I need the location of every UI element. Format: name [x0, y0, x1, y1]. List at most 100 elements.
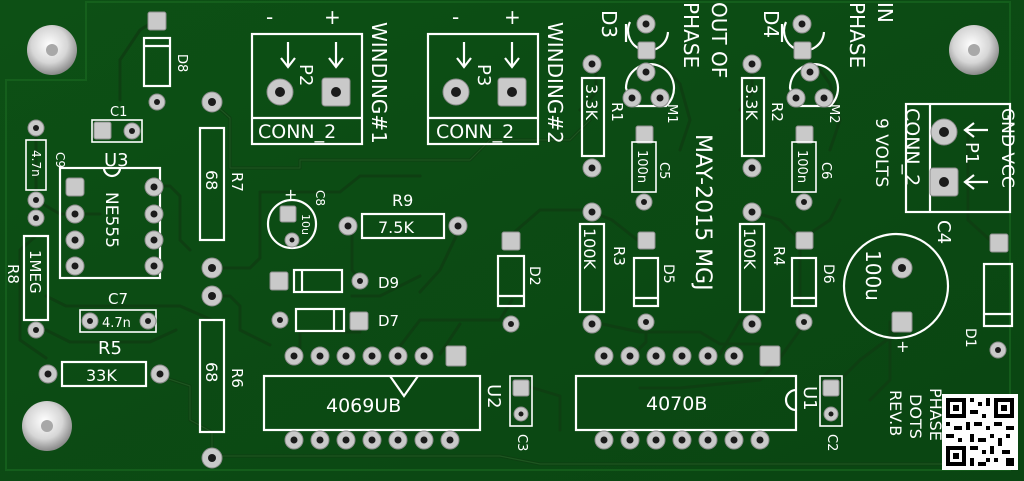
capacitor-c7: 4.7n C7 — [79, 290, 157, 333]
p1-label: 9 VOLTS — [871, 118, 891, 187]
c4-ref: C4 — [933, 220, 954, 244]
p1-pins: GND VCC — [997, 108, 1017, 188]
c6-ref: C6 — [818, 162, 833, 179]
capacitor-c9: 4.7n C9 — [25, 119, 67, 209]
diode-d2: D2 — [496, 231, 542, 333]
resistor-r4: 100K R4 — [738, 202, 788, 334]
c2-ref: C2 — [824, 434, 839, 451]
d2-ref: D2 — [526, 266, 542, 286]
d4-ref: D4 — [759, 10, 783, 38]
capacitor-c2: C2 — [819, 375, 843, 451]
diode-d7: D7 — [271, 307, 399, 333]
r7-value: 68 — [202, 170, 221, 190]
resistor-r5: 33K R5 — [38, 338, 170, 388]
r2-value: 3.3K — [742, 84, 761, 120]
c4-value: 100u — [861, 250, 885, 301]
p2-ref: P2 — [295, 64, 316, 86]
c8-ref: C8 — [313, 190, 327, 206]
board-date: MAY-2015 MGJ — [690, 134, 715, 291]
r7-ref: R7 — [228, 172, 246, 192]
u3-ref: U3 — [104, 150, 129, 171]
p1-value: CONN_2 — [901, 108, 923, 186]
capacitor-c5: 100n C5 — [631, 125, 671, 211]
diode-d5: D5 — [632, 231, 676, 331]
capacitor-c8: 10u C8 + — [266, 185, 327, 250]
p1-ref: P1 — [961, 142, 982, 164]
p2-value: CONN_2 — [258, 121, 336, 143]
m1-ref: M1 — [664, 104, 679, 124]
r6-value: 68 — [202, 362, 221, 382]
c5-ref: C5 — [656, 162, 671, 179]
d3-label-2: PHASE — [679, 2, 703, 68]
p3-label: WINDING#2 — [543, 22, 567, 144]
capacitor-c1: C1 — [91, 105, 143, 143]
ic-u3: NE555 U3 — [58, 150, 164, 280]
c5-value: 100n — [634, 150, 649, 183]
diode-d1: D1 — [962, 233, 1014, 359]
r3-value: 100K — [580, 228, 599, 270]
p3-plus: + — [504, 5, 521, 29]
diode-d8: D8 — [142, 11, 189, 111]
c8-value: 10u — [299, 214, 312, 235]
d1-ref: D1 — [962, 328, 978, 348]
resistor-r3: 100K R3 — [578, 202, 628, 334]
d6-ref: D6 — [820, 264, 836, 284]
mounting-holes — [22, 25, 999, 451]
qr-code — [942, 394, 1018, 470]
board-title-block: PHASE DOTS REV.B — [886, 388, 945, 441]
p3-ref: P3 — [473, 64, 494, 86]
u2-value: 4069UB — [326, 395, 401, 417]
board-outline — [5, 1, 1011, 471]
diode-d9: D9 — [269, 268, 399, 294]
led-d4: D4 IN PHASE — [759, 2, 897, 68]
p3-minus: - — [452, 5, 459, 29]
u3-value: NE555 — [101, 192, 121, 248]
u1-value: 4070B — [646, 393, 707, 415]
d9-ref: D9 — [378, 274, 399, 292]
r1-ref: R1 — [608, 102, 626, 122]
u2-pins-top — [284, 346, 434, 366]
r6-ref: R6 — [228, 368, 246, 388]
capacitor-c6: 100n C6 — [791, 125, 833, 211]
c6-value: 100n — [794, 150, 809, 183]
d4-label-2: PHASE — [845, 2, 869, 68]
connector-p1: P1 CONN_2 9 VOLTS GND VCC — [871, 102, 1017, 214]
r3-ref: R3 — [610, 246, 628, 266]
capacitor-c3: C3 — [509, 375, 533, 451]
d7-ref: D7 — [378, 312, 399, 330]
p3-value: CONN_2 — [436, 121, 514, 143]
c7-ref: C7 — [108, 290, 128, 308]
transistor-m2: M2 — [786, 62, 841, 124]
r8-ref: R8 — [4, 264, 22, 284]
revision: REV.B — [886, 390, 905, 436]
connector-p2: - + P2 CONN_2 WINDING#1 — [250, 5, 391, 146]
r5-value: 33K — [86, 366, 117, 385]
c4-plus: + — [896, 337, 909, 356]
u1-pins-top — [594, 346, 744, 366]
u2-ref: U2 — [483, 384, 504, 409]
led-d3: D3 OUT OF PHASE — [597, 2, 731, 78]
d8-ref: D8 — [174, 54, 189, 72]
u1-pins-bottom — [594, 430, 770, 450]
ic-u2: 4069UB U2 — [262, 345, 504, 450]
capacitor-c4: 100u C4 + — [842, 220, 954, 356]
d5-ref: D5 — [660, 264, 676, 284]
connector-p3: - + P3 CONN_2 WINDING#2 — [426, 5, 567, 146]
r9-value: 7.5K — [378, 218, 414, 237]
d3-ref: D3 — [597, 10, 621, 38]
r1-value: 3.3K — [582, 84, 601, 120]
ic-u1: 4070B U1 — [574, 345, 820, 450]
m2-ref: M2 — [826, 104, 841, 124]
r4-value: 100K — [740, 228, 759, 270]
c9-value: 4.7n — [29, 150, 43, 177]
c7-value: 4.7n — [102, 316, 131, 331]
resistor-r1: 3.3K R1 — [580, 54, 626, 178]
p2-plus: + — [324, 5, 341, 29]
r4-ref: R4 — [770, 246, 788, 266]
u1-ref: U1 — [799, 386, 820, 411]
p2-label: WINDING#1 — [367, 22, 391, 144]
resistor-r9: 7.5K R9 — [338, 191, 468, 240]
d4-label-1: IN — [873, 2, 897, 23]
p2-minus: - — [266, 5, 273, 29]
